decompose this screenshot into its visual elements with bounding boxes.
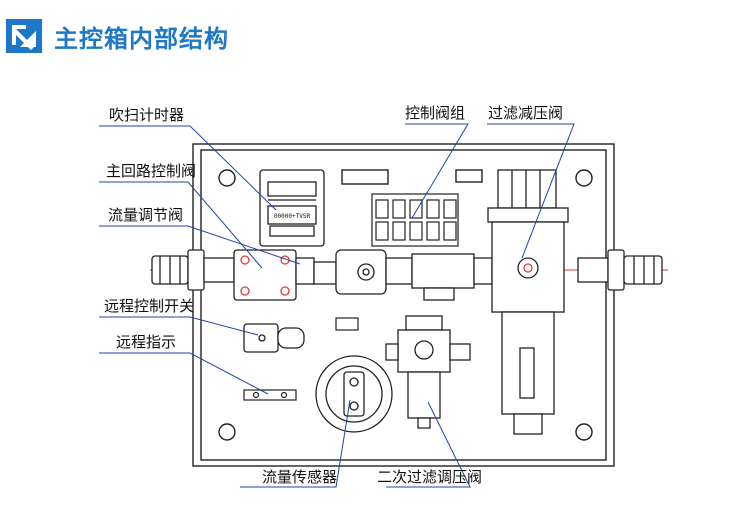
mount-bracket <box>335 317 359 331</box>
main-pipe-segment <box>411 253 493 301</box>
leader-lines <box>99 123 575 488</box>
remote-switch <box>243 323 305 353</box>
label-flow-regulator: 流量调节阀 <box>108 206 183 224</box>
main-loop-valve <box>233 249 315 301</box>
filter-pressure-reducer <box>487 169 569 435</box>
page-header: 主控箱内部结构 <box>4 14 229 58</box>
label-control-valve-group: 控制阀组 <box>405 104 465 122</box>
label-remote-switch: 远程控制开关 <box>104 297 194 315</box>
flow-sensor <box>315 355 393 433</box>
blow-timer-device <box>259 169 325 247</box>
label-remote-indicator: 远程指示 <box>116 333 176 351</box>
page-title: 主控箱内部结构 <box>54 24 229 53</box>
timer-display-text: 00000+TVSR <box>274 213 311 220</box>
corner-arrow-logo-icon <box>6 19 42 53</box>
label-blow-timer: 吹扫计时器 <box>109 106 184 124</box>
label-filter-reducer: 过滤减压阀 <box>488 104 563 122</box>
label-flow-sensor: 流量传感器 <box>262 468 337 486</box>
flow-regulator-valve <box>313 249 413 295</box>
control-valve-group <box>371 193 459 247</box>
outlet-fitting <box>577 249 663 291</box>
inlet-fitting <box>151 249 235 291</box>
secondary-filter-regulator <box>385 315 471 429</box>
remote-indicator <box>243 389 297 401</box>
label-main-loop-valve: 主回路控制阀 <box>106 162 196 180</box>
label-secondary-filter: 二次过滤调压阀 <box>377 468 482 486</box>
